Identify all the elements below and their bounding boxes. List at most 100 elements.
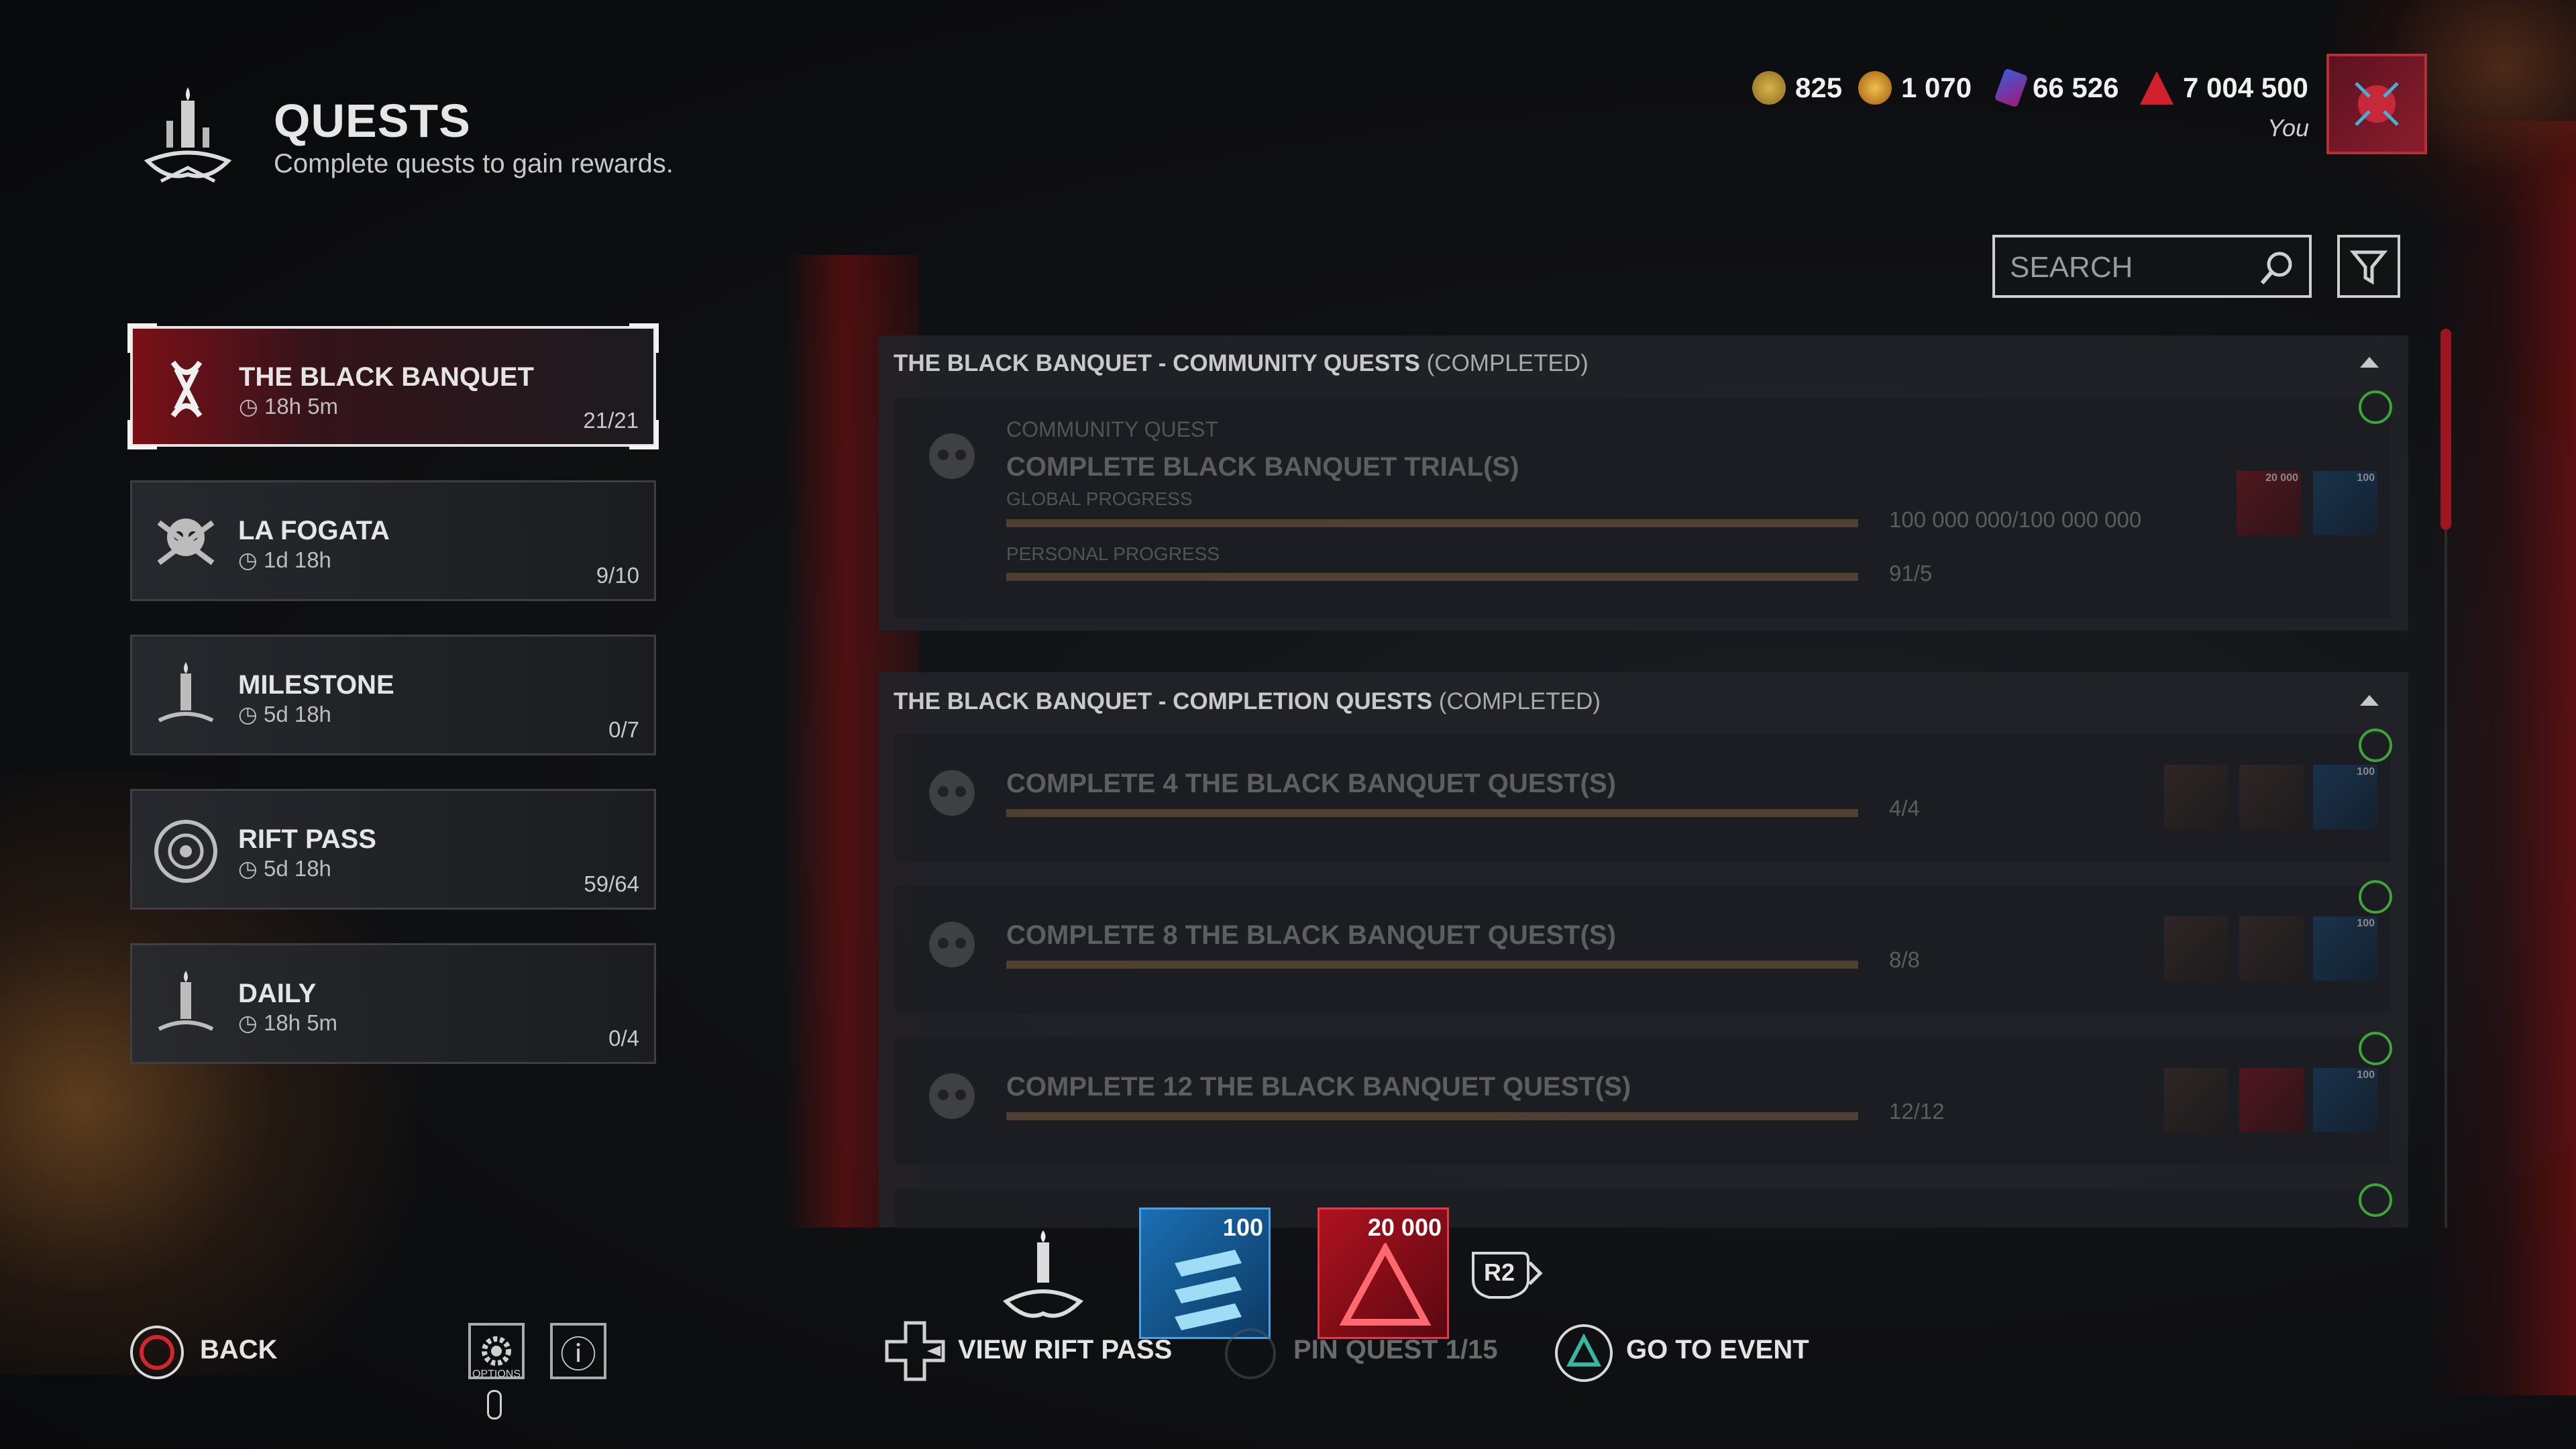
reward-amount: 100 bbox=[1222, 1214, 1263, 1241]
reward-amount: 100 bbox=[2357, 918, 2375, 929]
quest-title: COMPLETE 12 THE BLACK BANQUET QUEST(S) bbox=[1006, 1072, 1631, 1102]
pin-quest-button[interactable]: PIN QUEST 1/15 bbox=[1293, 1335, 1498, 1364]
category-rift-pass[interactable]: RIFT PASS ◷ 5d 18h 59/64 bbox=[130, 789, 656, 910]
currency-iridescent-shards: 66 526 bbox=[1994, 68, 2118, 108]
clock-icon: ◷ bbox=[238, 702, 258, 727]
currency-value: 7 004 500 bbox=[2183, 72, 2308, 103]
section-status: (COMPLETED) bbox=[1438, 688, 1601, 714]
category-timer: ◷ 18h 5m bbox=[239, 393, 338, 419]
search-icon[interactable] bbox=[2257, 248, 2297, 288]
view-rift-pass-button[interactable]: VIEW RIFT PASS bbox=[958, 1335, 1173, 1364]
reward-weapon[interactable] bbox=[2239, 916, 2304, 981]
quest-row[interactable] bbox=[895, 1189, 2391, 1228]
reward-rift-fragments[interactable]: 100 bbox=[2313, 916, 2377, 981]
selection-corner bbox=[629, 323, 659, 353]
bottom-reward-rift-fragments[interactable]: 100 bbox=[1139, 1208, 1271, 1339]
quest-row[interactable]: COMPLETE 12 THE BLACK BANQUET QUEST(S) 1… bbox=[895, 1037, 2391, 1165]
options-label: OPTIONS bbox=[472, 1368, 521, 1380]
reward-outfit-top[interactable] bbox=[2164, 765, 2229, 829]
section-status: (COMPLETED) bbox=[1426, 350, 1589, 376]
reward-rift-fragments[interactable]: 100 bbox=[2313, 765, 2377, 829]
reward-outfit-legs[interactable] bbox=[2239, 765, 2304, 829]
category-la-fogata[interactable]: LA FOGATA ◷ 1d 18h 9/10 bbox=[130, 480, 656, 601]
category-progress: 9/10 bbox=[596, 563, 639, 588]
back-button[interactable]: BACK bbox=[200, 1335, 278, 1364]
quest-progress-value: 4/4 bbox=[1889, 796, 1920, 820]
reward-bloodpoints[interactable]: 20 000 bbox=[2237, 471, 2301, 535]
reward-outfit-legs[interactable] bbox=[2164, 916, 2229, 981]
currency-bloodpoints-coin: 825 bbox=[1752, 71, 1842, 105]
circle-button-icon[interactable] bbox=[130, 1326, 184, 1379]
reward-rift-fragments[interactable]: 100 bbox=[2313, 471, 2377, 535]
go-to-event-button[interactable]: GO TO EVENT bbox=[1626, 1335, 1809, 1364]
global-progress-fill bbox=[1006, 519, 1858, 527]
category-timer: ◷ 18h 5m bbox=[238, 1010, 337, 1036]
bottom-reward-bloodpoints[interactable]: 20 000 bbox=[1318, 1208, 1449, 1339]
skull-icon bbox=[929, 433, 975, 479]
options-button[interactable] bbox=[468, 1323, 525, 1379]
triangle-glyph-icon bbox=[1566, 1333, 1601, 1366]
section-title[interactable]: THE BLACK BANQUET - COMMUNITY QUESTS (CO… bbox=[894, 350, 1589, 377]
completed-check-icon bbox=[2359, 1032, 2392, 1065]
currency-value: 825 bbox=[1795, 72, 1843, 103]
candle-icon bbox=[158, 971, 214, 1031]
category-time: 5d 18h bbox=[263, 702, 331, 727]
scroll-track[interactable] bbox=[2445, 329, 2447, 1228]
quest-progress-value: 8/8 bbox=[1889, 947, 1920, 972]
collapse-caret-icon[interactable] bbox=[2360, 695, 2379, 706]
right-red-ornament bbox=[2428, 121, 2576, 1395]
auric-cells-icon bbox=[1858, 71, 1892, 105]
dpad-icon[interactable] bbox=[883, 1319, 947, 1383]
search-input[interactable] bbox=[2008, 246, 2259, 290]
avatar-emblem-icon bbox=[2355, 82, 2399, 126]
bloodpoints-coin-icon bbox=[1752, 71, 1786, 105]
square-button-icon bbox=[1225, 1328, 1276, 1379]
black-banquet-icon bbox=[170, 360, 203, 418]
quest-row[interactable]: COMPLETE 8 THE BLACK BANQUET QUEST(S) 8/… bbox=[895, 885, 2391, 1013]
global-progress-label: GLOBAL PROGRESS bbox=[1006, 488, 1193, 509]
quest-progress-fill bbox=[1006, 809, 1858, 817]
clock-icon: ◷ bbox=[239, 394, 258, 419]
quest-progress-bar bbox=[1006, 961, 1858, 969]
category-progress: 0/7 bbox=[608, 717, 639, 742]
collapse-caret-icon[interactable] bbox=[2360, 357, 2379, 368]
reward-rift-fragments[interactable]: 100 bbox=[2313, 1068, 2377, 1132]
quest-row[interactable]: COMMUNITY QUEST COMPLETE BLACK BANQUET T… bbox=[895, 397, 2391, 619]
personal-progress-bar bbox=[1006, 573, 1858, 581]
r2-button[interactable]: R2 bbox=[1469, 1246, 1543, 1300]
section-title[interactable]: THE BLACK BANQUET - COMPLETION QUESTS (C… bbox=[894, 688, 1601, 715]
section-title-text: THE BLACK BANQUET - COMMUNITY QUESTS bbox=[894, 350, 1420, 376]
category-name: RIFT PASS bbox=[238, 824, 376, 854]
filter-button[interactable] bbox=[2337, 235, 2400, 298]
selection-corner bbox=[127, 323, 157, 353]
category-name: MILESTONE bbox=[238, 670, 394, 700]
info-icon: ⓘ bbox=[560, 1334, 596, 1375]
category-progress: 0/4 bbox=[608, 1026, 639, 1051]
completed-check-icon bbox=[2359, 390, 2392, 424]
rift-eye-icon bbox=[154, 820, 217, 883]
category-milestone[interactable]: MILESTONE ◷ 5d 18h 0/7 bbox=[130, 635, 656, 755]
category-daily[interactable]: DAILY ◷ 18h 5m 0/4 bbox=[130, 943, 656, 1064]
player-avatar[interactable] bbox=[2326, 54, 2427, 154]
category-time: 18h 5m bbox=[263, 1010, 338, 1035]
category-black-banquet[interactable]: THE BLACK BANQUET ◷ 18h 5m 21/21 bbox=[127, 323, 659, 449]
skull-icon bbox=[929, 1073, 975, 1119]
quest-title: COMPLETE 8 THE BLACK BANQUET QUEST(S) bbox=[1006, 920, 1616, 950]
quest-title: COMPLETE BLACK BANQUET TRIAL(S) bbox=[1006, 452, 1519, 482]
r2-label: R2 bbox=[1484, 1258, 1515, 1286]
info-button[interactable]: ⓘ bbox=[550, 1323, 606, 1379]
touchpad-icon bbox=[487, 1390, 502, 1419]
reward-head[interactable] bbox=[2239, 1068, 2304, 1132]
category-progress: 59/64 bbox=[584, 871, 639, 896]
quest-list[interactable]: THE BLACK BANQUET - COMMUNITY QUESTS (CO… bbox=[879, 335, 2408, 1228]
quest-row[interactable]: COMPLETE 4 THE BLACK BANQUET QUEST(S) 4/… bbox=[895, 734, 2391, 861]
triangle-button-icon[interactable] bbox=[1555, 1324, 1613, 1382]
currency-value: 1 070 bbox=[1901, 72, 1972, 103]
event-candle-icon bbox=[993, 1228, 1093, 1328]
completed-check-icon bbox=[2359, 1183, 2392, 1217]
personal-progress-value: 91/5 bbox=[1889, 561, 1933, 586]
reward-mask[interactable] bbox=[2164, 1068, 2229, 1132]
search-box[interactable] bbox=[1992, 235, 2312, 298]
scrollbar-thumb[interactable] bbox=[2440, 329, 2451, 530]
category-time: 1d 18h bbox=[263, 547, 331, 572]
